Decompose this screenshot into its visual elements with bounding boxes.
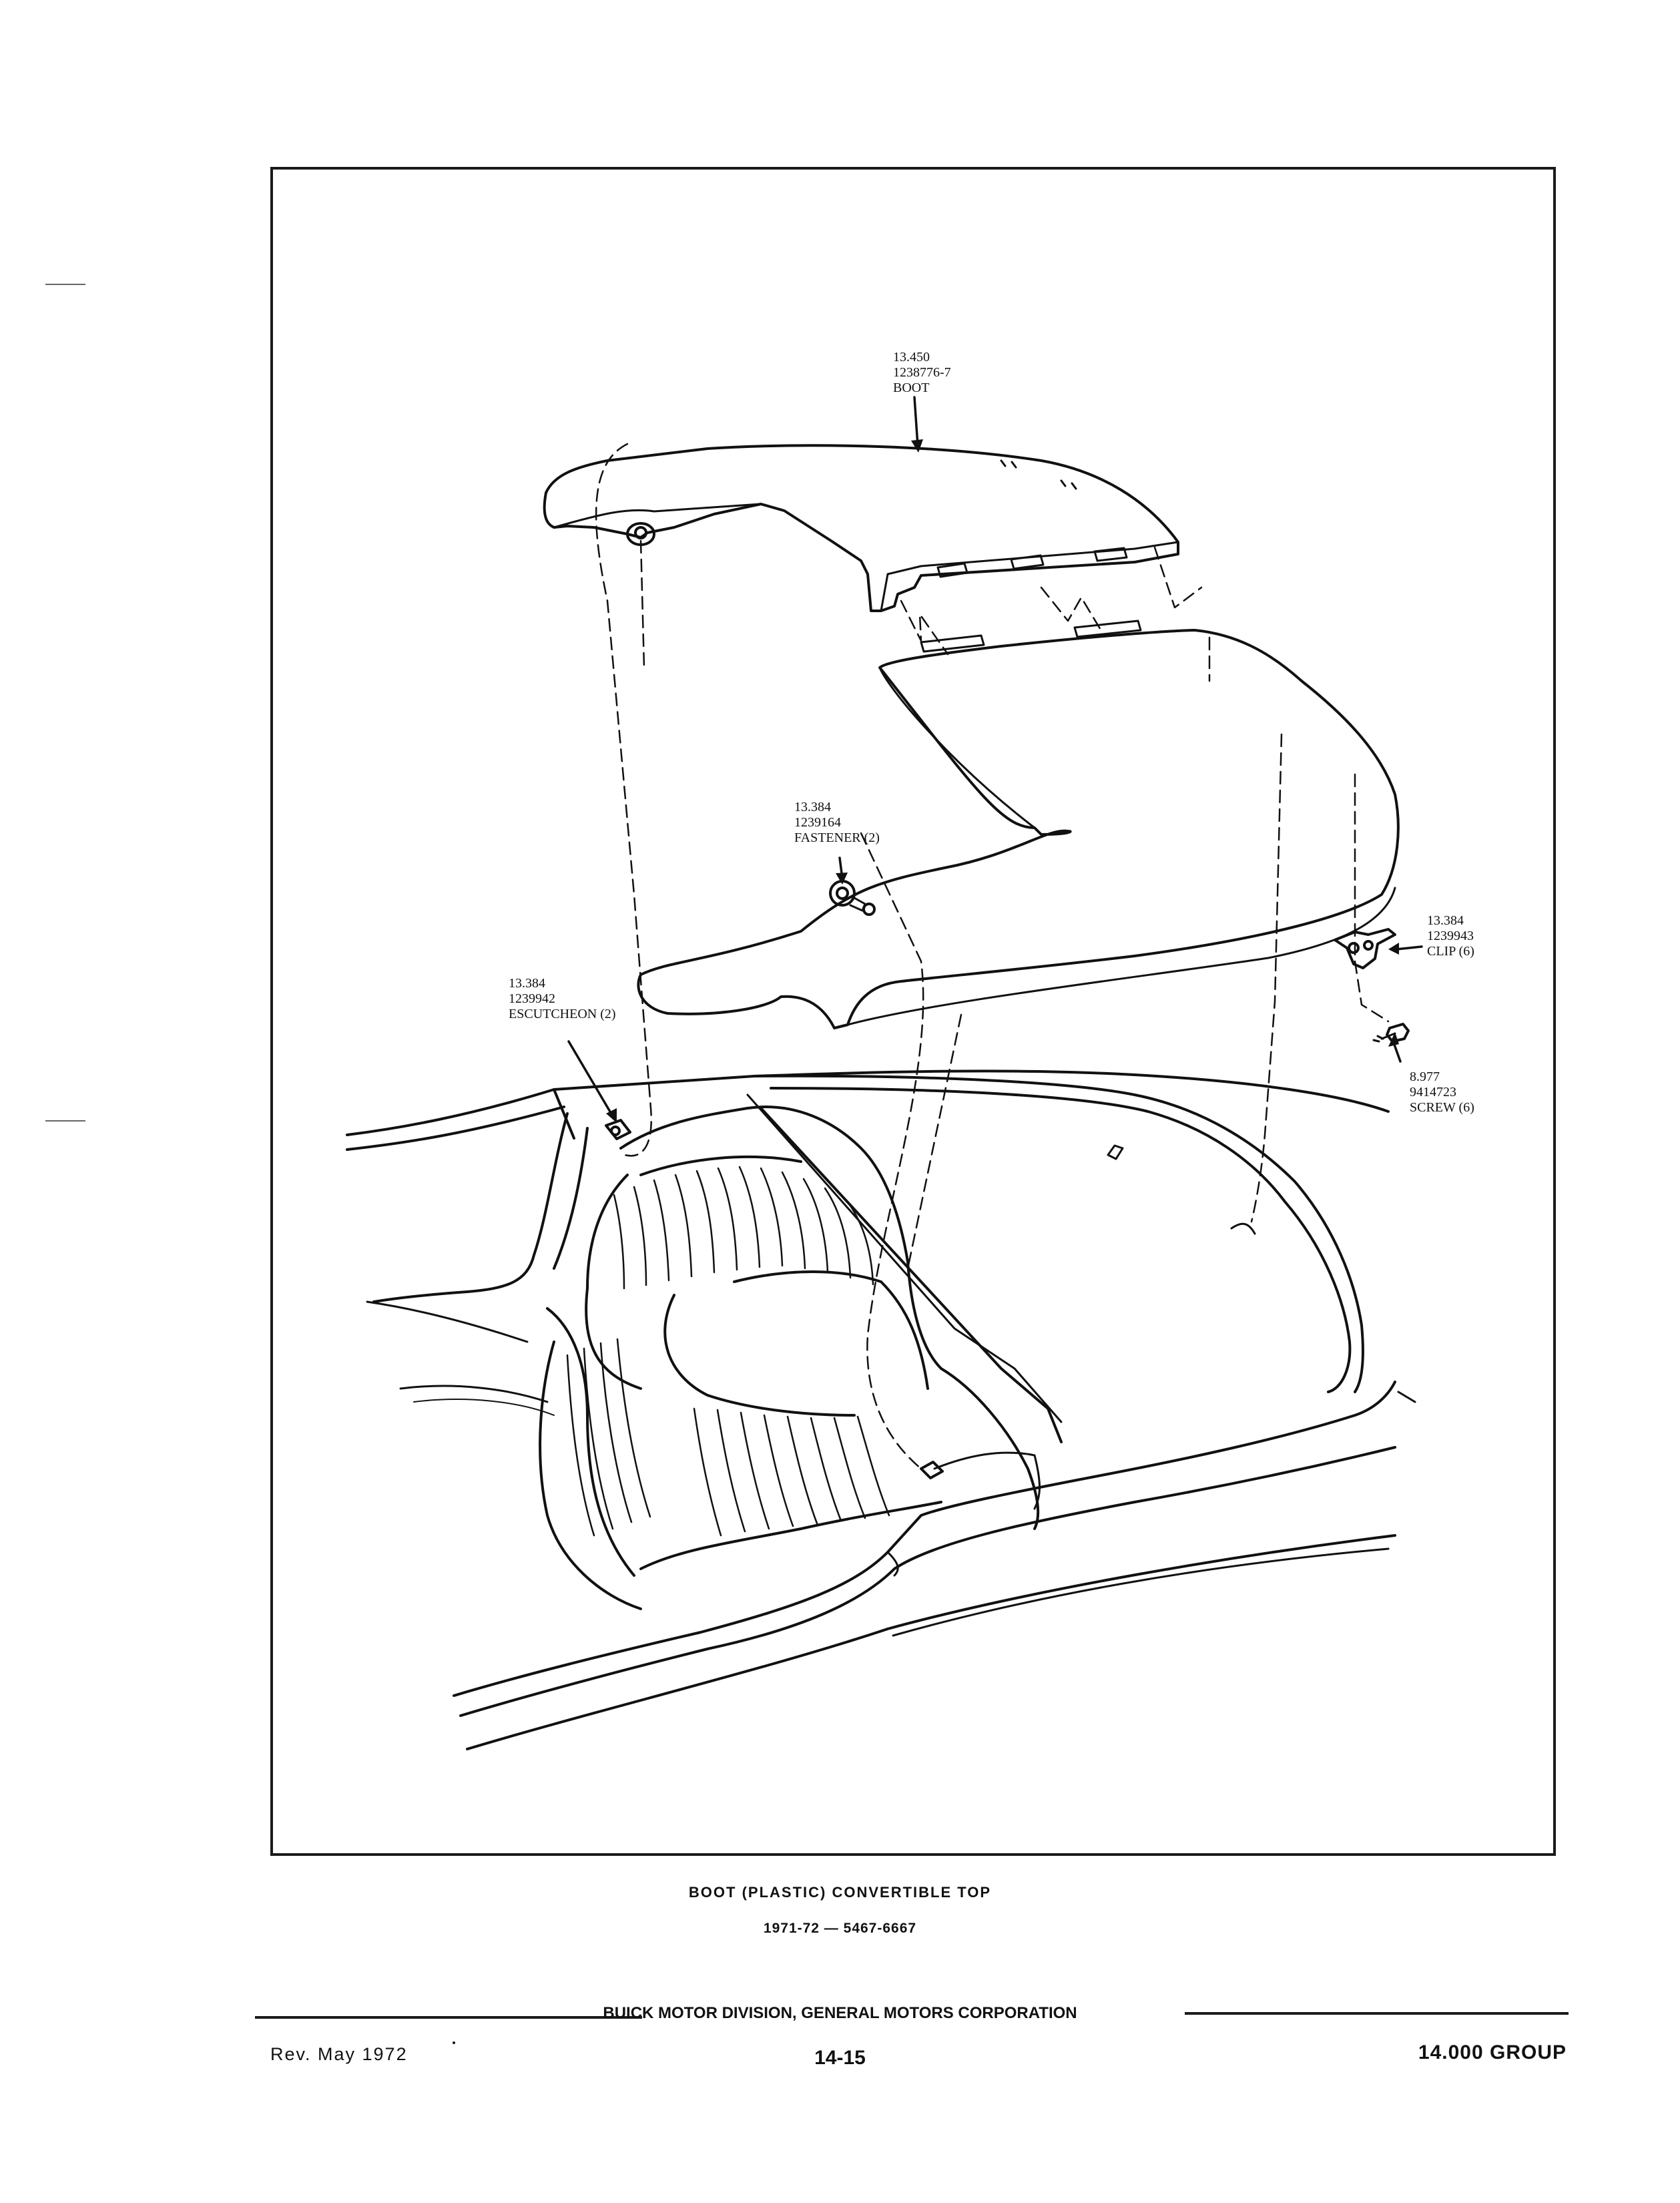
fastener-part (829, 880, 876, 916)
callout-clip: 13.384 1239943 CLIP (6) (1427, 913, 1474, 959)
seat-pleats (566, 1166, 890, 1537)
margin-mark-bottom (45, 1120, 85, 1122)
footer-company: BUICK MOTOR DIVISION, GENERAL MOTORS COR… (603, 2004, 1077, 2022)
callout-clip-name: CLIP (6) (1427, 944, 1474, 959)
callout-fastener-part: 1239164 (794, 815, 841, 830)
callout-boot-code: 13.450 (893, 350, 930, 364)
escutcheon-part (605, 1119, 944, 1479)
callout-screw: 8.977 9414723 SCREW (6) (1410, 1069, 1474, 1116)
car-body (346, 1069, 1416, 2044)
footer-rule-left (255, 2016, 642, 2019)
callout-screw-code: 8.977 (1410, 1069, 1440, 1084)
callout-boot: 13.450 1238776-7 BOOT (893, 350, 951, 396)
callout-boot-part: 1238776-7 (893, 365, 951, 380)
callout-escutcheon-code: 13.384 (509, 976, 545, 991)
screw-part (1372, 1023, 1410, 1043)
callout-escutcheon: 13.384 1239942 ESCUTCHEON (2) (509, 976, 616, 1022)
rear-seat (366, 1093, 1063, 1610)
boot-part (543, 444, 1179, 612)
callout-clip-code: 13.384 (1427, 913, 1464, 928)
callout-boot-name: BOOT (893, 381, 930, 395)
margin-mark-top (45, 284, 85, 285)
callout-fastener: 13.384 1239164 FASTENER (2) (794, 800, 880, 846)
footer-page-number: 14-15 (814, 2047, 866, 2069)
clip-part (1334, 928, 1396, 969)
footer-revision: Rev. May 1972 (270, 2044, 408, 2064)
callout-fastener-name: FASTENER (2) (794, 830, 880, 845)
callout-screw-name: SCREW (6) (1410, 1100, 1474, 1115)
boot-rear-section (637, 620, 1400, 1029)
callout-clip-part: 1239943 (1427, 929, 1474, 943)
callout-arrows (567, 396, 1423, 1118)
callout-escutcheon-name: ESCUTCHEON (2) (509, 1007, 616, 1021)
figure-caption-title: BOOT (PLASTIC) CONVERTIBLE TOP (688, 1884, 992, 1901)
callout-screw-part: 9414723 (1410, 1085, 1456, 1099)
callout-escutcheon-part: 1239942 (509, 991, 555, 1006)
illustration-frame (270, 167, 1556, 1856)
footer-group: 14.000 GROUP (1418, 2041, 1567, 2063)
callout-fastener-code: 13.384 (794, 800, 831, 814)
footer-rule-right (1185, 2012, 1569, 2015)
figure-caption-subtitle: 1971-72 — 5467-6667 (763, 1921, 917, 1936)
